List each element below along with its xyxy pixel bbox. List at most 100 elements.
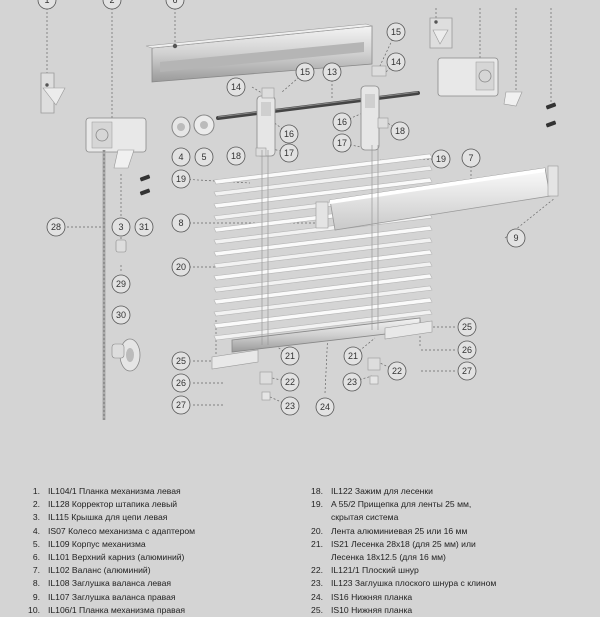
right-mechanism-plate — [437, 57, 523, 107]
legend-item: 8. IL108 Заглушка валанса левая — [18, 577, 195, 590]
legend-number — [301, 551, 323, 564]
slat — [213, 309, 433, 341]
slats — [213, 153, 433, 341]
callout-14: 14 — [386, 52, 406, 72]
callout-label: 21 — [348, 351, 358, 361]
callout-27: 27 — [457, 361, 477, 381]
legend-number: 10. — [28, 604, 40, 615]
callout-3: 3 — [111, 217, 131, 237]
legend-number: 22. — [311, 565, 323, 576]
callout-label: 23 — [347, 377, 357, 387]
legend-text: IS10 Нижняя планка — [331, 604, 413, 615]
callout-19: 19 — [171, 169, 191, 189]
exploded-diagram: 1234567891314151617181920212223242526272… — [37, 0, 559, 420]
legend-text: IL102 Валанс (алюминий) — [48, 565, 151, 576]
callout-16: 16 — [332, 112, 352, 132]
slat — [213, 297, 433, 329]
callout-26: 26 — [457, 340, 477, 360]
callout-2: 2 — [102, 0, 122, 10]
legend-text: IL108 Заглушка валанса левая — [48, 578, 172, 589]
legend-item: 9.IL107 Заглушка валанса правая — [18, 591, 195, 604]
callout-23: 23 — [280, 396, 300, 416]
ladder-cords — [261, 145, 379, 345]
callout-4: 4 — [171, 147, 191, 167]
callout-label: 24 — [320, 402, 330, 412]
callout-label: 4 — [178, 152, 183, 162]
callout-25: 25 — [457, 317, 477, 337]
slat — [213, 249, 433, 281]
callout-label: 26 — [462, 345, 472, 355]
legend-text: IL101 Верхний карниз (алюминий) — [48, 552, 185, 563]
legend-number: 5. — [32, 538, 40, 549]
legend-number: 21. — [311, 538, 323, 549]
slat — [213, 165, 433, 197]
callout-24: 24 — [315, 397, 335, 417]
slat — [213, 237, 433, 269]
callout-26: 26 — [171, 373, 191, 393]
callout-label: 14 — [391, 57, 401, 67]
legend-text: IL109 Корпус механизма — [48, 538, 146, 549]
callout-19: 19 — [431, 149, 451, 169]
legend-number — [301, 511, 323, 524]
slat — [213, 285, 433, 317]
legend-item: 25.IS10 Нижняя планка — [301, 604, 496, 617]
callout-label: 16 — [337, 117, 347, 127]
callout-28: 28 — [46, 217, 66, 237]
callout-6: 6 — [165, 0, 185, 10]
legend-number: 8. — [32, 578, 40, 589]
callout-13: 13 — [322, 62, 342, 82]
callout-label: 17 — [337, 138, 347, 148]
callout-17: 17 — [332, 133, 352, 153]
legend-text: IL123 Заглушка плоского шнура с клином — [331, 578, 497, 589]
slat — [213, 225, 433, 257]
callout-label: 6 — [172, 0, 177, 5]
shaft-holders — [255, 65, 389, 157]
legend-number: 20. — [311, 525, 323, 536]
callout-20: 20 — [171, 257, 191, 277]
legend-item: Лесенка 18х12.5 (для 16 мм) — [301, 551, 496, 564]
legend-text: IL104/1 Планка механизма левая — [48, 486, 181, 496]
callout-label: 20 — [176, 262, 186, 272]
legend-number: 18. — [311, 486, 323, 496]
legend-item: 7.IL102 Валанс (алюминий) — [18, 564, 195, 577]
legend-number: 2. — [32, 499, 40, 510]
tilt-shaft — [216, 91, 420, 120]
left-bracket — [40, 72, 66, 114]
legend-item: 21. IS21 Лесенка 28х18 (для 25 мм) или — [301, 538, 496, 551]
legend-number: 23. — [311, 578, 323, 589]
callout-label: 17 — [284, 148, 294, 158]
legend-item: 23. IL123 Заглушка плоского шнура с клино… — [301, 577, 496, 590]
top-rail — [145, 23, 373, 83]
legend-item: 3.IL115 Крышка для цепи левая — [18, 511, 195, 524]
callout-8: 8 — [171, 213, 191, 233]
callout-5: 5 — [194, 147, 214, 167]
callout-label: 23 — [285, 401, 295, 411]
legend-item: 1.IL104/1 Планка механизма левая — [18, 485, 195, 498]
callout-label: 25 — [176, 356, 186, 366]
legend-text: скрытая система — [331, 512, 399, 523]
callout-label: 22 — [285, 377, 295, 387]
legend-number: 6. — [32, 552, 40, 563]
cord-caps — [259, 357, 381, 401]
legend-item: 10. IL106/1 Планка механизма правая — [18, 604, 195, 617]
legend-text: IL106/1 Планка механизма правая — [48, 604, 186, 615]
legend-text: IL121/1 Плоский шнур — [331, 565, 419, 576]
callout-21: 21 — [343, 346, 363, 366]
legend-text: IS16 Нижняя планка — [331, 591, 413, 602]
callout-label: 22 — [392, 366, 402, 376]
right-bracket — [429, 17, 453, 49]
legend-number: 4. — [32, 525, 40, 536]
chain-parts — [111, 239, 141, 372]
callout-label: 31 — [139, 222, 149, 232]
callout-9: 9 — [506, 228, 526, 248]
callout-label: 25 — [462, 322, 472, 332]
callout-label: 7 — [468, 153, 473, 163]
callout-22: 22 — [387, 361, 407, 381]
legend-text: IS21 Лесенка 28х18 (для 25 мм) или — [331, 538, 476, 549]
callout-label: 27 — [462, 366, 472, 376]
callout-label: 19 — [436, 154, 446, 164]
callout-label: 1 — [44, 0, 49, 5]
